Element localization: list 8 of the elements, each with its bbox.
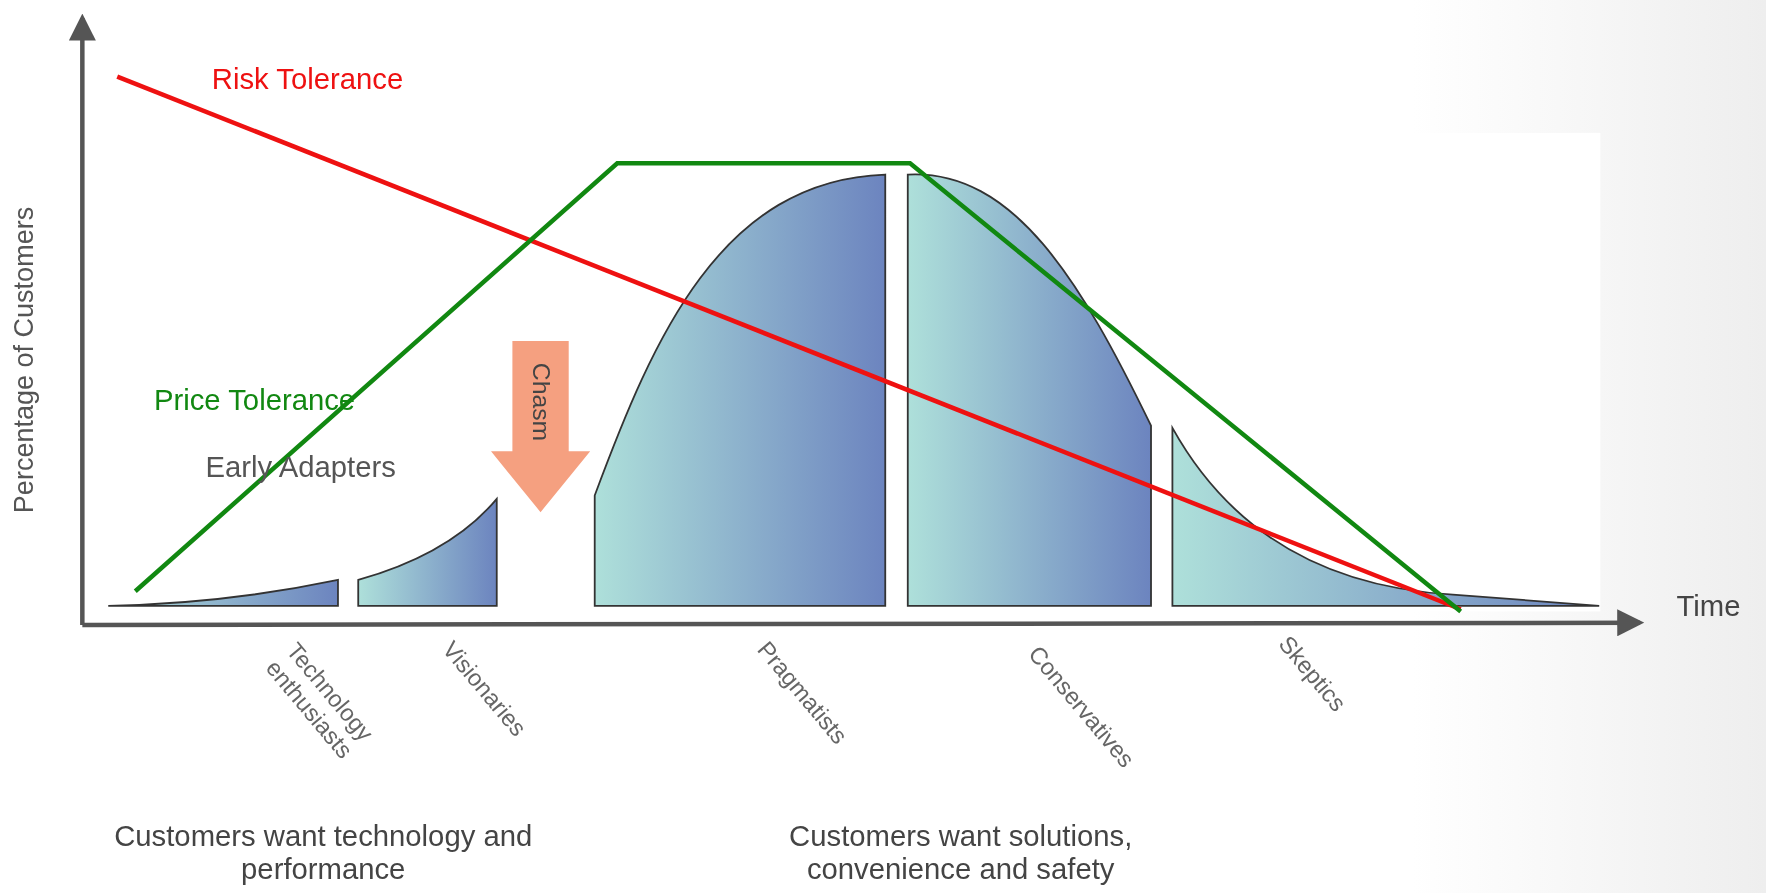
down-arrow [491, 341, 591, 515]
line-label: Risk Tolerance [211, 62, 404, 96]
axis-title: Percentage of Customers [9, 207, 41, 514]
caption-text: Customers want technology and performance [113, 818, 534, 887]
caption-text: Customers want solutions, convenience and safety [788, 818, 1134, 887]
arrow-label: Chasm [526, 362, 555, 442]
annotation: Early Adapters [205, 450, 396, 485]
axis-title: Time [1676, 589, 1741, 623]
